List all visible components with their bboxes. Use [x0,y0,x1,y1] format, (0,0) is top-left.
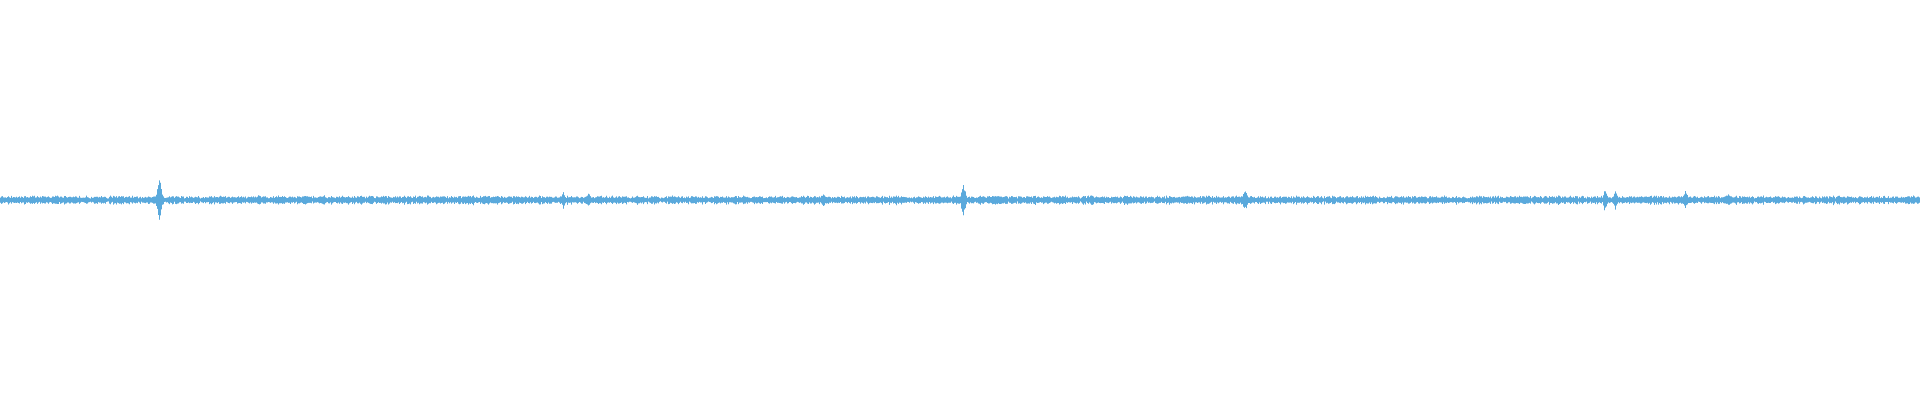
waveform-trace [0,180,1920,220]
